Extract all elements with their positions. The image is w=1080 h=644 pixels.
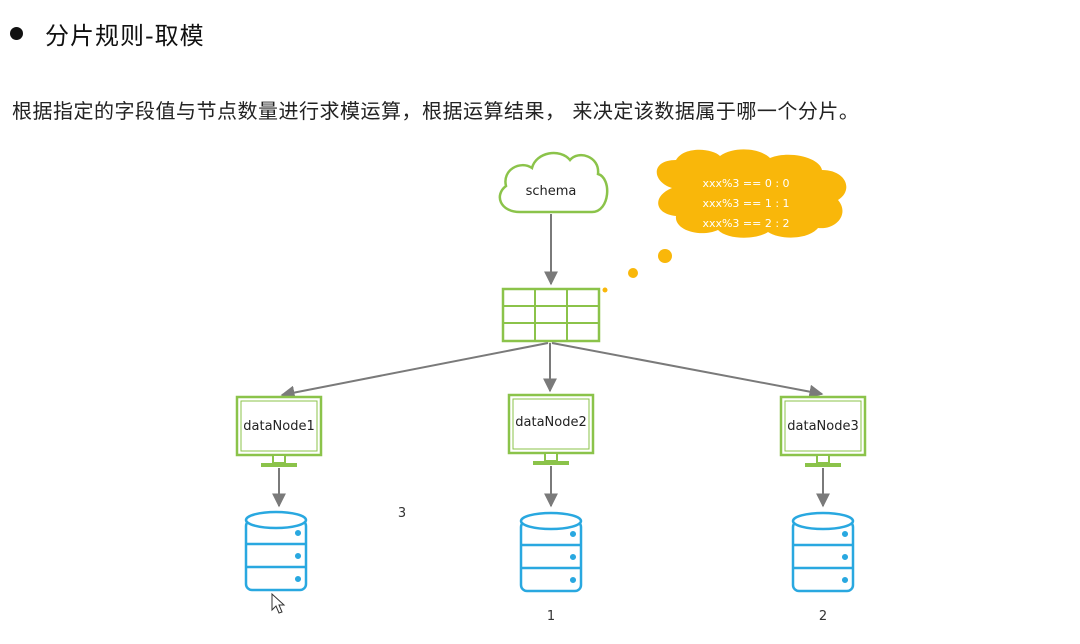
datanode3-monitor-icon: dataNode3 [779,395,867,467]
database3-icon [791,511,855,593]
rule-line: xxx%3 == 2 : 2 [702,217,789,230]
shard-label: 3 [398,506,406,521]
rule-thought-bubble: xxx%3 == 0 : 0 xxx%3 == 1 : 1 xxx%3 == 2… [602,149,847,293]
shard-label: 2 [819,609,827,624]
datanode-label: dataNode2 [515,415,586,430]
page-title: 分片规则-取模 [45,22,205,50]
cloud-label: schema [526,184,577,199]
description-text: 根据指定的字段值与节点数量进行求模运算，根据运算结果， 来决定该数据属于哪一个分… [12,99,860,123]
bubble-dot-medium [628,268,638,278]
bubble-dot-large [658,249,672,263]
shard-label: 1 [547,609,555,624]
rule-line: xxx%3 == 1 : 1 [702,197,789,210]
datanode-label: dataNode1 [243,419,314,434]
datanode2-monitor-icon: dataNode2 [507,393,595,465]
datanode-label: dataNode3 [787,419,858,434]
database1-icon [244,510,308,592]
schema-cloud-icon: schema [498,151,609,214]
database2-icon [519,511,583,593]
arrow-to-datanode1 [280,342,549,400]
section-heading: 分片规则-取模 [10,16,205,51]
datanode1-monitor-icon: dataNode1 [235,395,323,467]
bubble-dot-small [602,287,608,293]
arrow-to-datanode3 [551,342,824,399]
routing-table-icon [501,287,601,343]
rule-line: xxx%3 == 0 : 0 [702,177,789,190]
bullet-icon [10,27,23,40]
mouse-cursor-icon [271,592,286,614]
